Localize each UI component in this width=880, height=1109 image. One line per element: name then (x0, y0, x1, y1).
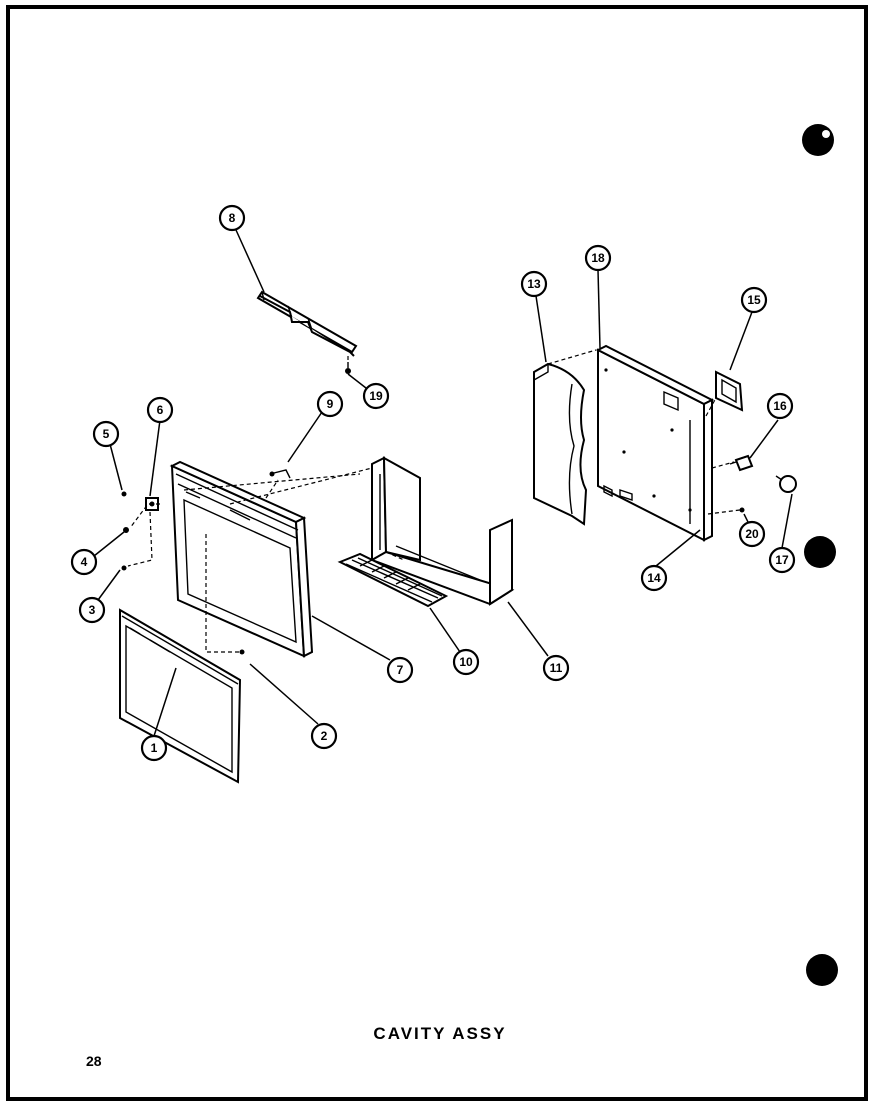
callout-10: 10 (452, 648, 480, 676)
callout-label: 6 (157, 403, 164, 417)
binder-hole-middle (804, 536, 836, 568)
callout-label: 2 (321, 729, 328, 743)
part-10-grille (337, 552, 449, 608)
callout-label: 18 (591, 251, 605, 265)
callout-label: 8 (229, 211, 236, 225)
page-border (6, 5, 868, 1101)
part-19-screw (345, 362, 351, 374)
callout-8: 8 (218, 204, 246, 232)
diagram-title: CAVITY ASSY (373, 1024, 507, 1043)
callout-3: 3 (78, 596, 106, 624)
callout-label: 17 (775, 553, 789, 567)
part-18-cavity-wall (595, 344, 715, 542)
small-screws (121, 491, 245, 655)
callout-label: 14 (647, 571, 661, 585)
callout-label: 13 (527, 277, 541, 291)
callout-11: 11 (542, 654, 570, 682)
callout-1: 1 (140, 734, 168, 762)
callout-label: 19 (369, 389, 383, 403)
callout-label: 10 (459, 655, 473, 669)
callout-label: 9 (327, 397, 334, 411)
part-1-front-panel (119, 608, 242, 784)
part-17-lamp-bulb (775, 475, 797, 493)
callout-label: 3 (89, 603, 96, 617)
page-number: 28 (86, 1053, 102, 1069)
callout-15: 15 (740, 286, 768, 314)
callout-label: 16 (773, 399, 787, 413)
part-11-duct (369, 456, 515, 606)
callout-label: 5 (103, 427, 110, 441)
part-15-plate (715, 370, 744, 412)
part-16-lamp-socket (729, 454, 754, 472)
callout-label: 11 (550, 661, 563, 675)
callout-17: 17 (768, 546, 796, 574)
callout-label: 1 (151, 741, 158, 755)
callout-label: 20 (745, 527, 759, 541)
callout-label: 15 (747, 293, 761, 307)
callout-label: 4 (81, 555, 88, 569)
binder-holes (802, 124, 838, 986)
callout-6: 6 (146, 396, 174, 424)
callout-label: 7 (397, 663, 404, 677)
callout-5: 5 (92, 420, 120, 448)
part-20-screw (739, 507, 745, 513)
callout-2: 2 (310, 722, 338, 750)
part-9-clip (269, 469, 291, 479)
callout-13: 13 (520, 270, 548, 298)
assembly-lines (127, 349, 741, 653)
part-7-door-frame (169, 460, 314, 658)
callout-7: 7 (386, 656, 414, 684)
callout-14: 14 (640, 564, 668, 592)
binder-hole-top (802, 124, 834, 156)
callout-18: 18 (584, 244, 612, 272)
callout-4: 4 (70, 548, 98, 576)
callout-16: 16 (766, 392, 794, 420)
callout-20: 20 (738, 520, 766, 548)
leader-lines (93, 229, 793, 737)
part-8-bracket (256, 290, 358, 357)
binder-hole-bottom (806, 954, 838, 986)
part-13-insulation (533, 362, 588, 526)
callout-19: 19 (362, 382, 390, 410)
callout-9: 9 (316, 390, 344, 418)
